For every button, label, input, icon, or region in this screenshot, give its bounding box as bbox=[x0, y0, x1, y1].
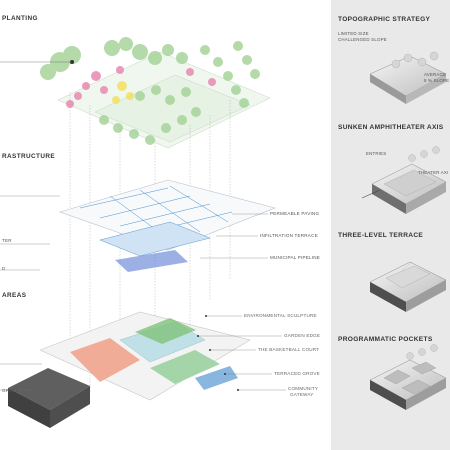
theater-axis-label: THEATER AXI bbox=[418, 170, 449, 175]
planting-layer bbox=[0, 37, 271, 149]
tree-canopy-cluster bbox=[40, 37, 260, 145]
adjacent-building-roof bbox=[8, 368, 90, 410]
municipal-pipeline-label: MUNICIPAL PIPELINE bbox=[270, 255, 321, 260]
areas-section-title: AREAS bbox=[2, 292, 27, 299]
left-water-label: TER bbox=[2, 238, 12, 243]
adjacent-building-side bbox=[8, 388, 50, 428]
strategy-diagrams bbox=[361, 51, 447, 410]
entries-label: ENTRIES bbox=[366, 151, 387, 156]
programmatic-pockets-title: PROGRAMMATIC POCKETS bbox=[338, 336, 433, 343]
infiltration-terrace-label: INFILTRATION TERRACE bbox=[260, 233, 318, 238]
three-level-terrace-diagram bbox=[369, 261, 447, 312]
flowering-tree-cluster bbox=[66, 66, 216, 108]
left-green-label: GREEN bbox=[2, 388, 20, 393]
infiltration-terrace-shape bbox=[99, 221, 211, 257]
areas-callout-dots bbox=[197, 315, 239, 391]
garden-edge-zone bbox=[135, 318, 196, 344]
environmental-sculpture-label: ENVIRONMENTAL SCULPTURE bbox=[244, 313, 317, 318]
terraced-grove-label: TERRACED GROVE bbox=[274, 371, 320, 376]
topographic-strategy-title: TOPOGRAPHIC STRATEGY bbox=[338, 16, 431, 23]
permeable-paving-label: PERMEABLE PAVING bbox=[270, 211, 320, 216]
adjacent-building-front bbox=[50, 386, 90, 428]
average-slope-note: AVERAGE bbox=[424, 72, 447, 77]
community-gateway-label-2: GATEWAY bbox=[290, 392, 314, 397]
three-level-terrace-title: THREE-LEVEL TERRACE bbox=[338, 232, 424, 239]
topographic-slope-diagram bbox=[369, 51, 447, 104]
garden-edge-label: GARDEN EDGE bbox=[284, 333, 321, 338]
pipeline-shape bbox=[115, 250, 188, 272]
infra-callout-lines bbox=[0, 195, 268, 271]
basketball-court-label: THE BASKETBALL COURT bbox=[258, 347, 320, 352]
infrastructure-section-title: RASTRUCTURE bbox=[2, 153, 56, 160]
challenged-slope-note: CHALLENGED SLOPE bbox=[338, 37, 387, 42]
programmatic-pockets-diagram bbox=[369, 344, 447, 410]
infrastructure-layer bbox=[0, 179, 276, 272]
limited-size-note: LIMITED SIZE bbox=[338, 31, 369, 36]
amphitheater-axis-title: SUNKEN AMPHITHEATER AXIS bbox=[338, 124, 444, 131]
areas-layer bbox=[0, 311, 286, 428]
areas-callout-lines bbox=[0, 315, 286, 391]
five-percent-slope-note: 5 % SLOPE bbox=[424, 78, 450, 83]
amphitheater-diagram bbox=[361, 146, 447, 214]
basketball-court-zone bbox=[70, 338, 140, 382]
yellow-highlight-trees bbox=[112, 81, 134, 104]
planting-lawn-plane bbox=[94, 74, 251, 143]
terraced-grove-zone bbox=[150, 350, 220, 384]
planting-section-title: PLANTING bbox=[2, 15, 38, 22]
left-d-label: D bbox=[2, 266, 6, 271]
gateway-zone bbox=[195, 366, 238, 390]
community-gateway-label-1: COMMUNITY bbox=[288, 386, 319, 391]
